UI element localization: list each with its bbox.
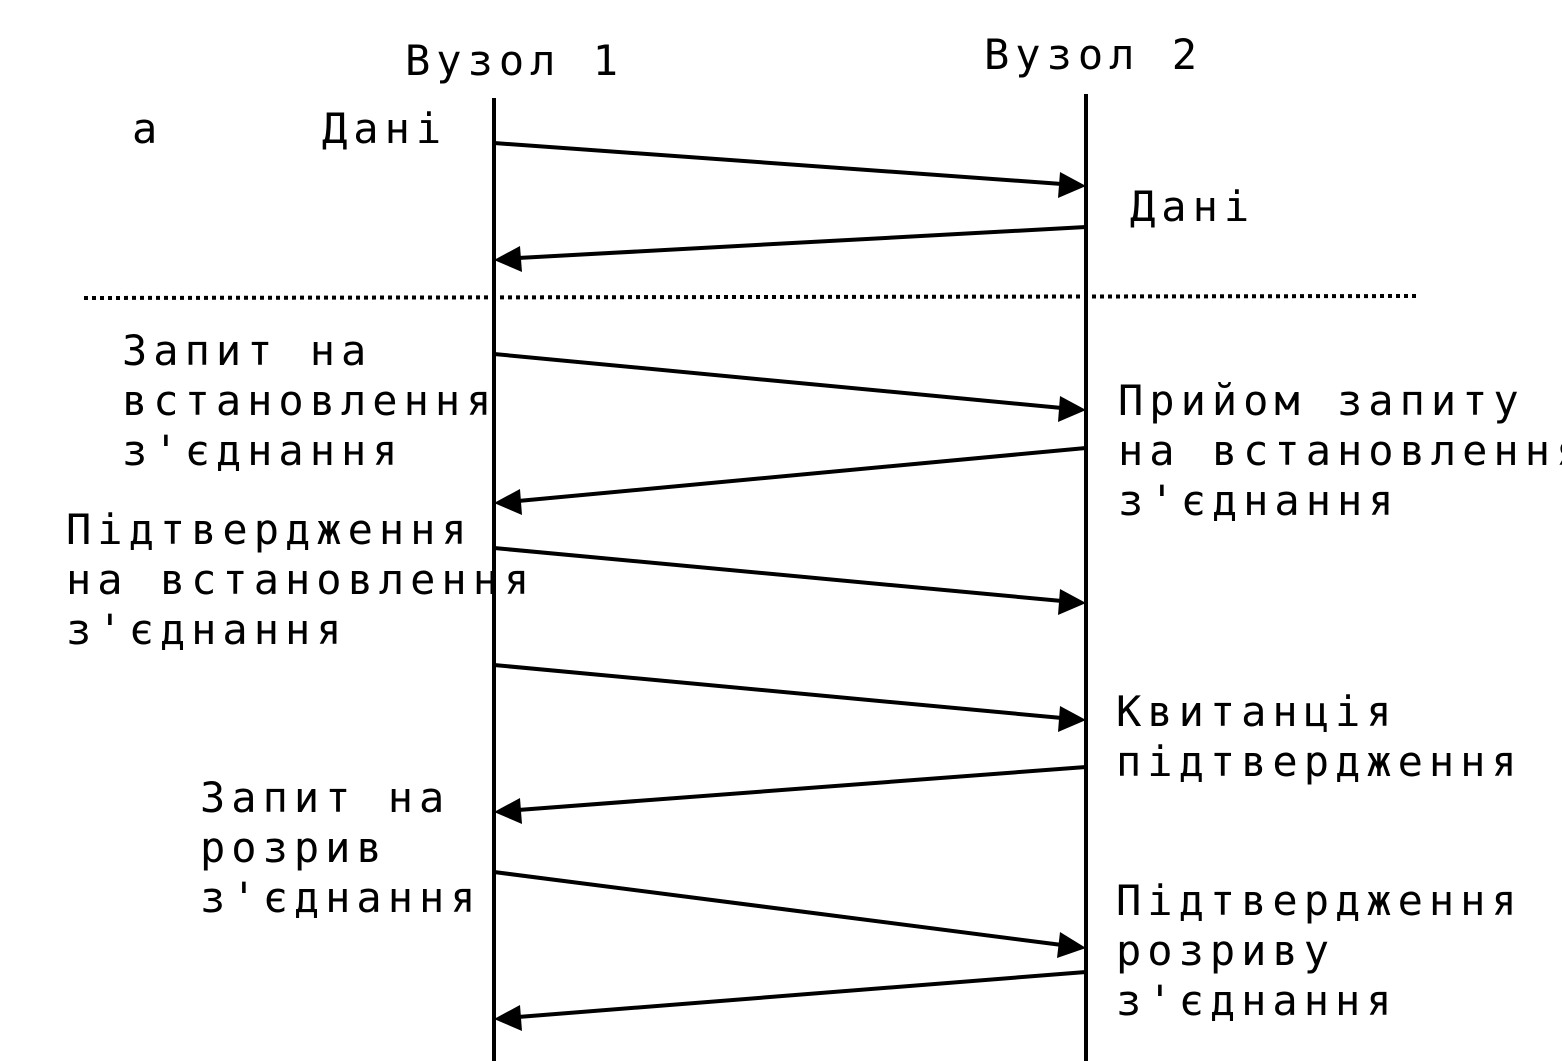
label-line: з'єднання — [200, 873, 482, 922]
arrow-connect-request — [493, 352, 1086, 422]
label-line: Запит на — [122, 326, 373, 375]
label-line: Підтвердження — [66, 505, 473, 554]
connect-confirm-label: Підтвердження на встановлення з'єднання — [66, 505, 535, 655]
node-2-label: Вузол 2 — [984, 30, 1204, 79]
label-line: розрив — [200, 823, 388, 872]
data-label-node-1: Дані — [322, 104, 448, 153]
arrow-disconnect-confirm — [494, 970, 1087, 1031]
label-line: Квитанція — [1116, 687, 1398, 736]
arrow-data-to-node-1 — [494, 225, 1087, 272]
label-line: Запит на — [200, 773, 451, 822]
arrow-ack-receipt — [494, 765, 1087, 824]
arrow-data-to-node-2 — [493, 141, 1086, 198]
ack-receipt-label: Квитанція підтвердження — [1116, 687, 1523, 787]
arrow-connect-accept — [494, 446, 1087, 515]
disconnect-request-label: Запит на розрив з'єднання — [200, 773, 482, 923]
connect-request-label: Запит на встановлення з'єднання — [122, 326, 497, 476]
node-1-label: Вузол 1 — [405, 36, 625, 85]
label-line: Підтвердження — [1116, 876, 1523, 925]
connect-accept-label: Прийом запиту на встановлення з'єднання — [1118, 376, 1562, 526]
label-line: встановлення — [122, 376, 498, 425]
arrow-disconnect-request — [493, 870, 1086, 958]
label-line: з'єднання — [1118, 476, 1400, 525]
section-divider — [83, 294, 1419, 300]
label-line: на встановлення — [66, 555, 536, 604]
label-line: Прийом запиту — [1118, 376, 1525, 425]
label-line: з'єднання — [122, 426, 404, 475]
arrow-data-transfer — [493, 663, 1086, 732]
label-line: на встановлення — [1118, 426, 1562, 475]
label-line: з'єднання — [66, 605, 348, 654]
label-line: з'єднання — [1116, 976, 1398, 1025]
data-label-node-2: Дані — [1130, 182, 1256, 231]
disconnect-confirm-label: Підтвердження розриву з'єднання — [1116, 876, 1523, 1026]
section-a-marker: а — [132, 104, 164, 153]
label-line: розриву — [1116, 926, 1336, 975]
label-line: підтвердження — [1116, 737, 1523, 786]
arrow-connect-confirm — [493, 546, 1086, 615]
